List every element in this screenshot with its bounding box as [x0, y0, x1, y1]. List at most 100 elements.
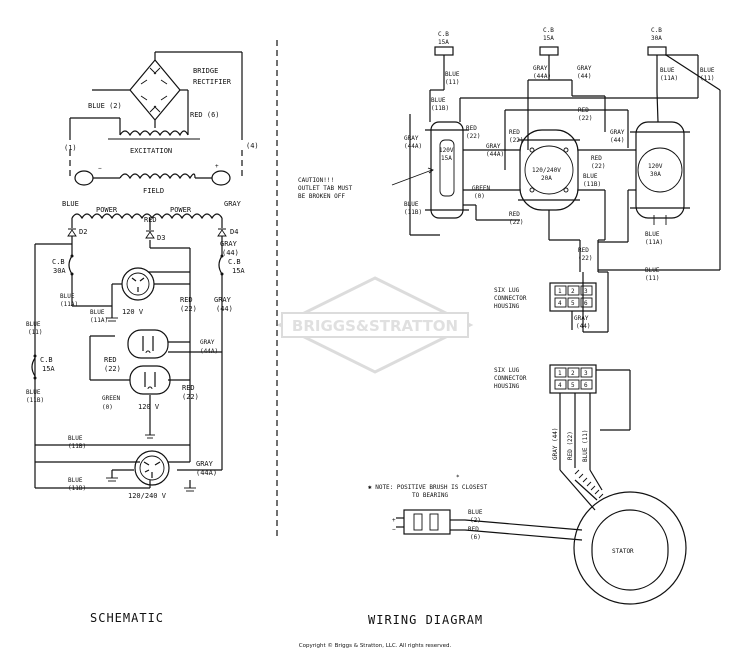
six-lug-connector-2: 1 2 3 4 5 6 — [549, 364, 597, 394]
svg-text:+: + — [392, 517, 396, 524]
green0-num: (0) — [102, 404, 113, 411]
gray44a-num: (44A) — [200, 348, 218, 355]
blue11b0-label: BLUE — [26, 389, 41, 396]
red22-2-num: (22) — [104, 365, 121, 373]
v120a-label: 120 V — [122, 308, 144, 316]
blue11b3-num: (11B) — [583, 181, 601, 188]
blue11a-b-num: (11A) — [645, 239, 663, 246]
cb15a-label: C.B — [438, 31, 449, 38]
red22-e-num: (22) — [509, 219, 523, 226]
red-vertical-label: RED (22) — [567, 431, 574, 460]
stator — [573, 491, 687, 605]
power2-label: POWER — [170, 206, 192, 214]
red22-2-label: RED — [104, 356, 117, 364]
cb30-value: 30A — [53, 267, 66, 275]
blue11b-num-w: (11B) — [431, 105, 449, 112]
gray44a-m-label: GRAY — [486, 143, 501, 150]
t1-label: (1) — [64, 144, 77, 152]
lug1-3: 3 — [584, 288, 588, 295]
gray44a2-num: (44A) — [196, 469, 217, 477]
note-line-2: TO BEARING — [412, 492, 449, 499]
lug1-1: 1 — [558, 288, 562, 295]
blue11b3-label: BLUE — [583, 173, 598, 180]
gray44a-l-num: (44A) — [404, 143, 422, 150]
outlet-120v-twistlock — [121, 267, 190, 301]
stator-label: STATOR — [612, 548, 634, 555]
field-coil: − + — [69, 150, 243, 186]
red22-e-label: RED — [509, 211, 520, 218]
lug2-6: 6 — [584, 382, 588, 389]
blue11-r-label: BLUE — [700, 67, 715, 74]
blue11b2-label: BLUE — [68, 477, 83, 484]
outlet-duplex-upper — [127, 329, 169, 359]
gray44-num-w: (44) — [577, 73, 591, 80]
gray-top-label: GRAY — [224, 200, 242, 208]
red6-label-w: RED — [468, 526, 479, 533]
red22-c-label: RED — [509, 129, 520, 136]
gray44a-label: GRAY — [200, 339, 215, 346]
blue11a-r-label: BLUE — [660, 67, 675, 74]
gray44a-num-w: (44A) — [533, 73, 551, 80]
blue11a-r-num: (11A) — [660, 75, 678, 82]
blue11a1-num: (11A) — [60, 301, 78, 308]
t4-label: (4) — [246, 142, 259, 150]
schematic-buses — [34, 236, 223, 489]
asterisk-mark: * — [456, 474, 460, 481]
red22-d-label: RED — [591, 155, 602, 162]
red22-label-w: RED — [578, 107, 589, 114]
blue2-label: BLUE (2) — [88, 102, 122, 110]
blue11-num: (11) — [28, 329, 42, 336]
blue11b-label-w: BLUE — [431, 97, 446, 104]
v120b-label: 120 V — [138, 403, 160, 411]
gray-vertical-label: GRAY (44) — [552, 427, 559, 460]
field-label: FIELD — [143, 187, 164, 195]
outlet-240v-twistlock — [106, 450, 196, 492]
gray44a-m-num: (44A) — [486, 151, 504, 158]
cb15r-value: 15A — [232, 267, 245, 275]
blue11a2-label: BLUE — [90, 309, 105, 316]
outlet-240-20-value: 20A — [541, 175, 552, 182]
red22-3-num: (22) — [182, 393, 199, 401]
red6-num-w: (6) — [470, 534, 481, 541]
red-top-label: RED — [144, 216, 157, 224]
cb30-label: C.B — [52, 258, 65, 266]
excitation-label: EXCITATION — [130, 147, 172, 155]
outlet-240-20-label: 120/240V — [532, 167, 561, 174]
lug2-2: 2 — [571, 370, 575, 377]
gray44-c-num: (44) — [610, 137, 624, 144]
lug2-4: 4 — [558, 382, 562, 389]
excitation-coil — [69, 117, 200, 140]
gray44-c-label: GRAY — [610, 129, 625, 136]
red22-b-num: (22) — [466, 133, 480, 140]
blue11b2-label-w: BLUE — [404, 201, 419, 208]
gray44-b-num: (44) — [576, 323, 590, 330]
stator-leads — [559, 369, 631, 511]
lug2-5: 5 — [571, 382, 575, 389]
svg-text:−: − — [98, 165, 102, 172]
cb15r-label: C.B — [228, 258, 241, 266]
red22-d-num: (22) — [591, 163, 605, 170]
gray44-b-label: GRAY — [574, 315, 589, 322]
note-line-1: ✱ NOTE: POSITIVE BRUSH IS CLOSEST — [367, 484, 488, 491]
six-lug-connector-1: 1 2 3 4 5 6 — [549, 282, 597, 312]
green0-label: GREEN — [102, 395, 120, 402]
gray44-label-w: GRAY — [577, 65, 592, 72]
d2-label: D2 — [79, 228, 87, 236]
watermark-logo: BRIGGS&STRATTON — [276, 276, 474, 374]
outlet-120v-30a — [630, 121, 690, 225]
red22-1-num: (22) — [180, 305, 197, 313]
blue11-label: BLUE — [26, 321, 41, 328]
v240-label: 120/240 V — [128, 492, 167, 500]
cb15l-label: C.B — [40, 356, 53, 364]
gray44-label: GRAY — [220, 240, 238, 248]
red6-label: RED (6) — [190, 111, 220, 119]
caution-line-2: OUTLET TAB MUST — [298, 185, 353, 192]
red22-f-label: RED — [578, 247, 589, 254]
six-lug-2-line-3: HOUSING — [494, 383, 520, 390]
d3-label: D3 — [157, 234, 165, 242]
d4-label: D4 — [230, 228, 238, 236]
six-lug-2-line-1: SIX LUG — [494, 367, 520, 374]
green0-label-w: GREEN — [472, 185, 490, 192]
blue11b2-num: (11B) — [68, 485, 86, 492]
